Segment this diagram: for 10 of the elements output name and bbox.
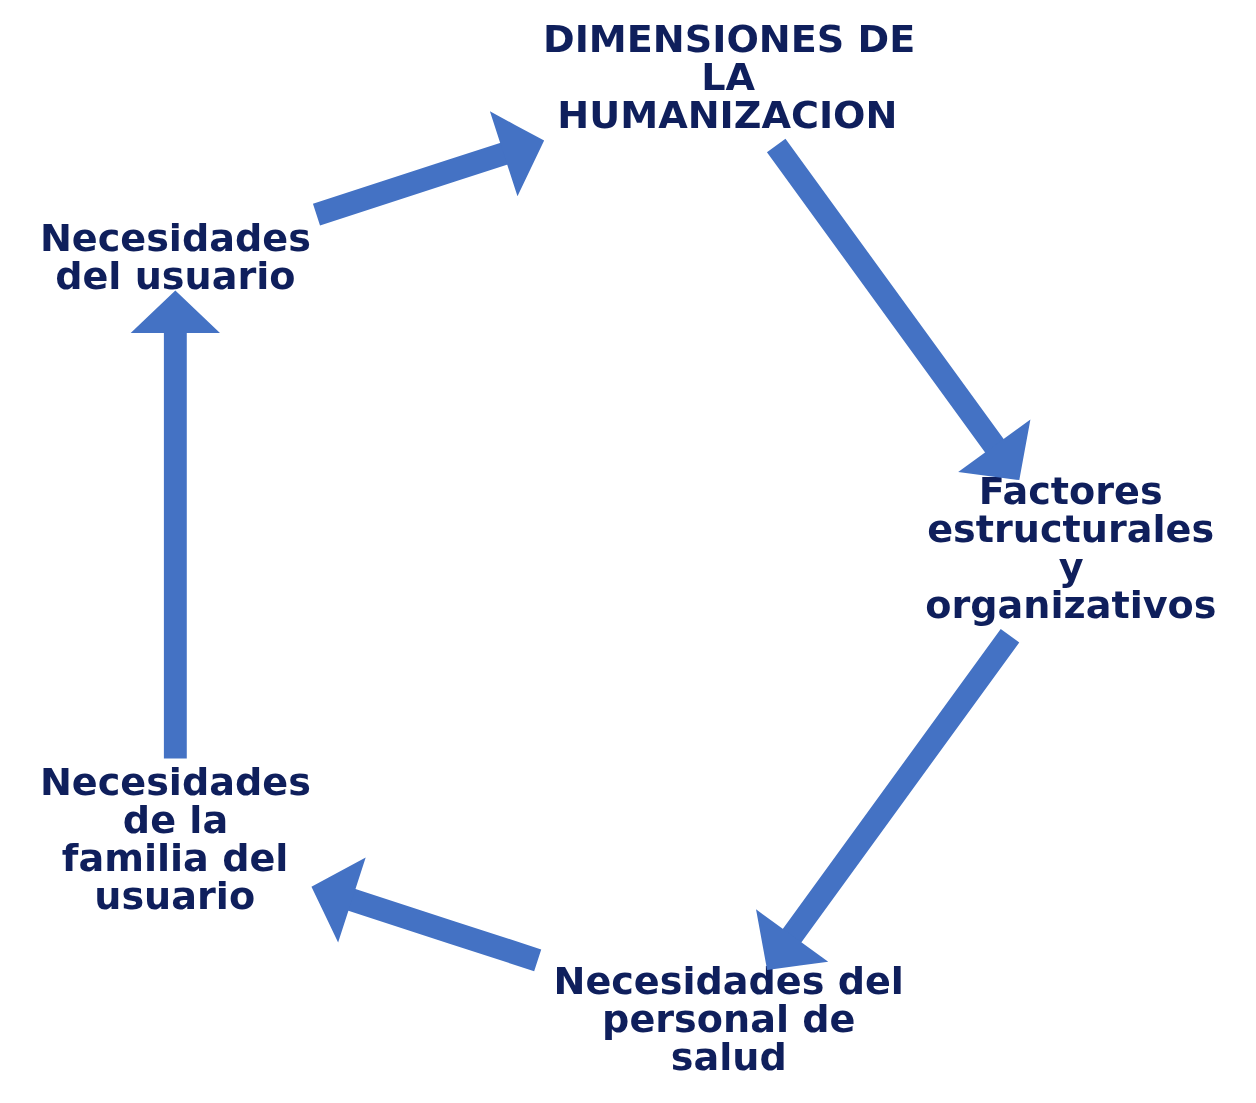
arrow	[312, 111, 544, 226]
arrow	[766, 138, 1030, 481]
node-text: Factores estructurales y organizativos	[924, 468, 1217, 628]
arrow	[130, 290, 220, 759]
node-text: DIMENSIONES DE LA HUMANIZACION	[542, 16, 915, 138]
node-text: Necesidades del usuario	[39, 215, 311, 299]
arrow	[310, 857, 541, 972]
node-text: Necesidades del personal de salud	[552, 958, 904, 1080]
node-text: Necesidades de la familia del usuario	[39, 759, 311, 919]
arrow	[755, 628, 1019, 970]
